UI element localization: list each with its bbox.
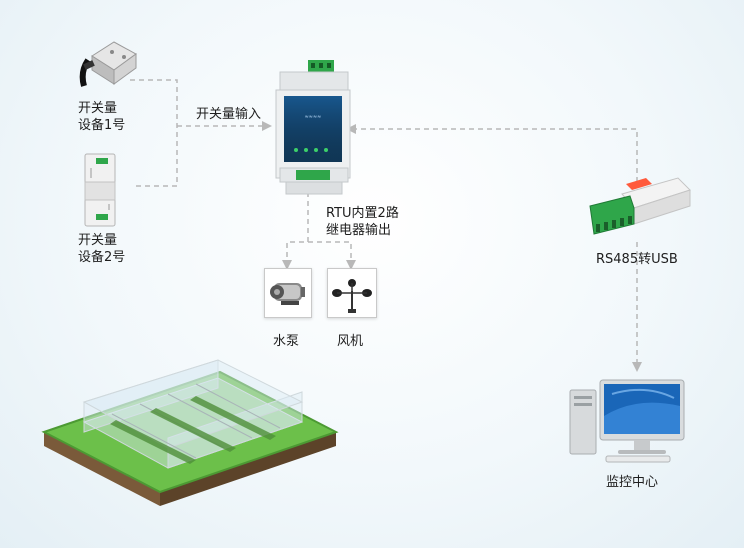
greenhouse-image <box>41 359 339 506</box>
switch-device-1-image <box>79 41 137 87</box>
arrow-to-monitor <box>632 362 642 372</box>
pump-icon <box>270 283 305 305</box>
rs485-usb-converter <box>589 177 691 235</box>
relay-to-fan-line <box>308 241 352 262</box>
pump-label: 水泵 <box>273 334 300 349</box>
fan-label: 风机 <box>337 334 364 349</box>
relay-to-pump-line <box>286 192 309 262</box>
switch-input-label: 开关量输入 <box>196 107 262 122</box>
monitor-label: 监控中心 <box>606 475 659 490</box>
arrow-to-pump <box>282 260 292 270</box>
converter-label: RS485转USB <box>596 252 678 267</box>
relay-output-label: RTU内置2路 继电器输出 <box>326 206 399 238</box>
input-bus-line <box>130 79 178 187</box>
switch-device-2-image <box>84 153 116 227</box>
fan-icon <box>332 279 372 313</box>
switch-device-2-label: 开关量 设备2号 <box>78 233 126 265</box>
converter-to-rtu-line <box>356 128 638 182</box>
arrow-into-rtu-right <box>346 124 356 134</box>
pump-icon-box <box>264 268 312 318</box>
arrow-to-fan <box>346 260 356 270</box>
svg-text:≈≈≈≈: ≈≈≈≈ <box>305 114 322 120</box>
monitor-computer <box>569 379 685 463</box>
arrow-into-rtu-left <box>262 121 272 131</box>
rtu-device: ≈≈≈≈ <box>275 60 351 195</box>
switch-device-1-label: 开关量 设备1号 <box>78 101 126 133</box>
fan-icon-box <box>327 268 377 318</box>
